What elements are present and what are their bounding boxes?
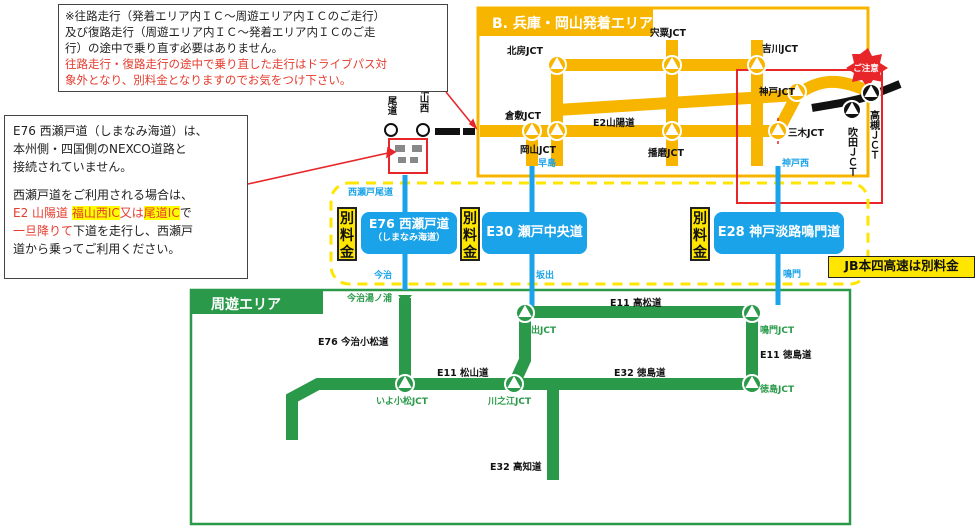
imabari-yuno-ic — [398, 295, 412, 304]
note-top-line1: ※往路走行（発着エリア内ＩＣ～周遊エリア内ＩＣのご走行） — [65, 9, 386, 23]
note-top-line3: 行）の途中で乗り直す必要はありません。 — [65, 41, 284, 55]
note-top-line5: 象外となり、別料金となりますのでお気をつけ下さい。 — [65, 73, 352, 87]
note-left-l3: 接続されていません。 — [13, 160, 133, 174]
caution-frame — [736, 69, 883, 204]
note-left-l7: 道から乗ってご利用ください。 — [13, 242, 181, 256]
label-naruto: 鳴門 — [783, 268, 801, 280]
label-sakaide: 坂出 — [536, 269, 554, 281]
bridge-e76-name: E76 西瀬戸道 — [368, 216, 450, 231]
note-left-l1: E76 西瀬戸道（しまなみ海道）は、 — [13, 124, 208, 138]
label-e11-matsuyama: E11 松山道 — [437, 367, 489, 379]
label-tokushima-jct: 徳島JCT — [759, 383, 795, 395]
departure-area-title: B. 兵庫・岡山発着エリア — [492, 16, 653, 32]
label-kitafusa: 北房JCT — [507, 45, 544, 57]
label-sakaide-jct: 坂出JCT — [522, 324, 557, 336]
extra-fee-badge-e76: 別料金 — [337, 207, 357, 261]
circuit-area-title: 周遊エリア — [211, 297, 281, 313]
note-top: ※往路走行（発着エリア内ＩＣ～周遊エリア内ＩＣのご走行） 及び復路走行（周遊エリ… — [58, 4, 448, 92]
jct-markers-departure — [522, 55, 807, 141]
label-e76-komatsu: E76 今治小松道 — [318, 336, 389, 348]
note-e2: E2 山陽道 — [13, 206, 72, 220]
label-kobenishi: 神戸西 — [782, 157, 809, 169]
departure-area-title-bg — [478, 8, 653, 36]
label-hayashima: 早島 — [538, 157, 556, 169]
label-kobe: 神戸JCT — [759, 86, 796, 98]
extra-fee-text-e28: 別料金 — [693, 211, 707, 261]
note-left-l4: 西瀬戸道をご利用される場合は、 — [13, 188, 194, 202]
label-imabari-yuno: 今治湯ノ浦 — [346, 292, 392, 304]
label-iyo-komatsu: いよ小松JCT — [376, 395, 429, 407]
bridge-e28: E28 神戸淡路鳴門道 — [714, 212, 844, 254]
circuit-roads — [286, 298, 758, 480]
label-suita: 吹田ＪＣＴ — [846, 126, 858, 177]
caution-burst — [846, 48, 888, 88]
note-arrows — [247, 91, 478, 185]
extra-fee-badge-e30: 別料金 — [460, 207, 480, 261]
note-left: E76 西瀬戸道（しまなみ海道）は、 本州側・四国側のNEXCO道路と 接続され… — [4, 115, 248, 279]
caution-label: ご注意 — [853, 63, 879, 74]
note-onomichi-ic: 尾道IC — [143, 206, 180, 220]
connector-dashes — [435, 128, 475, 135]
label-okayama: 岡山JCT — [520, 144, 557, 156]
jb-boundary — [329, 181, 870, 286]
label-takatsuki: 高槻ＪＣＴ — [868, 109, 880, 160]
circuit-area-title-bg — [191, 290, 323, 314]
jct-markers-osaka — [842, 83, 881, 120]
label-yokawa: 吉川JCT — [762, 43, 799, 55]
jb-fee-text: JB本四高速は別料金 — [844, 258, 959, 273]
label-naruto-jct: 鳴門JCT — [760, 324, 795, 336]
label-e11-takamatsu: E11 高松道 — [610, 297, 662, 309]
bridge-e30-name: E30 瀬戸中央道 — [486, 225, 583, 240]
label-kawanoe: 川之江JCT — [487, 395, 532, 407]
label-shiso: 宍粟JCT — [650, 27, 687, 39]
label-nishiseto-onomichi: 西瀬戸尾道 — [348, 186, 393, 198]
onomichi-box — [388, 138, 428, 174]
circuit-area — [189, 288, 852, 526]
note-top-line4: 往路走行・復路走行の途中で乗り直した走行はドライブパス対 — [65, 57, 387, 71]
label-e32-tokushima: E32 徳島道 — [614, 367, 666, 379]
note-de: で — [179, 206, 192, 220]
extra-fee-badge-e28: 別料金 — [690, 207, 710, 261]
label-onomichi: 尾道 — [386, 96, 399, 116]
label-e2: E2山陽道 — [593, 117, 635, 129]
note-fukuyama-ic: 福山西IC — [71, 206, 120, 220]
jct-markers-circuit — [395, 303, 762, 394]
label-e32-kochi: E32 高知道 — [490, 461, 542, 473]
note-left-l2: 本州側・四国側のNEXCO道路と — [13, 142, 187, 156]
extra-fee-text-e30: 別料金 — [463, 211, 477, 261]
label-imabari: 今治 — [373, 269, 392, 281]
label-miki: 三木JCT — [788, 127, 825, 139]
label-kurashiki: 倉敷JCT — [504, 110, 542, 122]
note-or: 又は — [119, 206, 144, 220]
note-left-l6: 一旦降りて下道を走行し、西瀬戸 — [13, 222, 239, 240]
bridge-e76: E76 西瀬戸道 （しまなみ海道） — [361, 212, 457, 254]
label-e11-tokushima: E11 徳島道 — [760, 349, 812, 361]
note-local-road: 下道を走行し、西瀬戸 — [73, 224, 194, 238]
jb-fee-label: JB本四高速は別料金 — [828, 256, 975, 278]
onomichi-ic-marks — [395, 145, 422, 163]
note-left-l5: E2 山陽道 福山西IC又は尾道ICで — [13, 204, 239, 222]
label-harima: 播磨JCT — [648, 147, 685, 159]
bridge-e28-name: E28 神戸淡路鳴門道 — [717, 225, 841, 240]
note-top-line2: 及び復路走行（周遊エリア内ＩＣ～発着エリア内ＩＣのご走 — [65, 25, 376, 39]
extra-fee-text-e76: 別料金 — [340, 211, 354, 261]
bridge-e76-sub: （しまなみ海道） — [372, 233, 445, 243]
ic-icons — [384, 123, 430, 137]
bridge-e30: E30 瀬戸中央道 — [482, 212, 587, 254]
note-exit-once: 一旦降りて — [13, 224, 74, 238]
